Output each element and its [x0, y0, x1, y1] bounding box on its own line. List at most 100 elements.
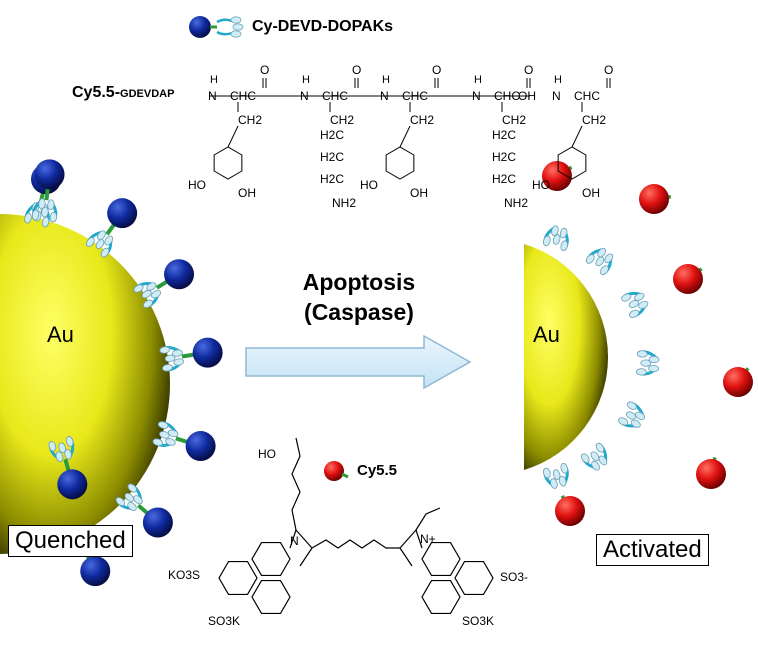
catechol-anchor — [552, 234, 561, 245]
atom-label: O — [432, 63, 442, 77]
catechol-anchor — [49, 211, 58, 223]
dye-ball — [696, 459, 726, 489]
catechol-anchor — [630, 419, 641, 428]
catechol-anchor — [133, 284, 144, 293]
catechol-anchor — [167, 429, 179, 438]
atom-label: N — [552, 89, 561, 103]
catechol-anchor — [626, 401, 637, 410]
acid-oh: OH — [518, 89, 536, 103]
catechol-anchor — [551, 225, 559, 236]
catechol-anchor — [162, 364, 173, 372]
catechol-anchor — [618, 417, 629, 426]
cy-polymethine — [311, 539, 400, 549]
atom-label: CH2 — [238, 113, 263, 127]
catechol-anchor — [146, 282, 157, 291]
quencher-ball — [107, 198, 138, 229]
dye-ball — [673, 264, 703, 294]
catechol-anchor — [64, 449, 72, 460]
quenched-label: Quenched — [8, 525, 133, 557]
atom-label: CH2 — [582, 113, 607, 127]
catechol-anchor — [159, 431, 170, 439]
atom-label: OH — [238, 186, 256, 200]
quencher-ball — [34, 159, 65, 190]
catechol-anchor — [626, 411, 637, 420]
catechol-anchor — [648, 364, 659, 373]
catechol-anchor — [152, 438, 164, 447]
atom-label: HO — [360, 178, 378, 192]
cleaved-anchor — [543, 462, 569, 489]
catechol-anchor — [142, 299, 153, 309]
catechol-anchor — [173, 358, 185, 366]
atom-label: H — [554, 74, 562, 86]
backbone-carbons: CHC — [402, 89, 428, 103]
peptide-prefix-dye: Cy5.5- — [72, 84, 121, 101]
catechol-anchor — [595, 442, 605, 453]
catechol-anchor — [581, 453, 590, 464]
catechol-anchor — [159, 346, 171, 354]
left-au-label: Au — [47, 322, 74, 347]
atom-label: OH — [410, 186, 428, 200]
catechol-anchor — [600, 265, 609, 275]
catechol-anchor — [628, 299, 639, 308]
catechol-anchor — [141, 289, 152, 299]
right-probe-group — [542, 161, 753, 526]
cleaved-anchor — [585, 247, 614, 276]
quencher-ball — [185, 431, 216, 462]
atom-label: H2C — [492, 150, 517, 164]
reaction-arrow — [245, 334, 472, 390]
quenched-probe — [159, 337, 223, 372]
free-cy55-dye — [673, 264, 703, 294]
catechol-anchor — [552, 469, 561, 480]
catechol-anchor — [127, 501, 137, 511]
atom-label: N — [300, 89, 309, 103]
ring-link — [399, 125, 411, 148]
atom-label: H — [382, 74, 390, 86]
dye-ball — [723, 367, 753, 397]
cleaved-anchor — [543, 225, 569, 252]
backbone-carbons: CHC — [322, 89, 348, 103]
catechol-anchor — [636, 350, 648, 358]
cy-benzo-ring — [421, 541, 461, 577]
atom-label: NH2 — [332, 196, 357, 210]
backbone-carbons: CHC — [494, 89, 520, 103]
cy-kso3: KO3S — [168, 568, 201, 582]
catechol-anchor — [604, 253, 614, 264]
atom-label: H — [302, 74, 310, 86]
catechol-anchor — [24, 212, 32, 224]
catechol-anchor — [41, 206, 49, 218]
cy-n-plus: N+ — [420, 532, 436, 546]
atom-label: H2C — [320, 128, 345, 142]
quencher-ball — [57, 469, 88, 500]
free-cy55-dye — [696, 457, 726, 489]
cleaved-anchor — [580, 442, 608, 471]
activated-label: Activated — [596, 534, 709, 566]
cy55-structure — [218, 437, 494, 615]
catechol-anchor — [151, 290, 162, 299]
dopa-ring — [557, 146, 587, 180]
cy-acid-ho: HO — [258, 447, 276, 461]
process-subtitle: (Caspase) — [304, 299, 414, 325]
cy-n: N — [290, 534, 299, 548]
cy-so3k-right: SO3K — [462, 614, 495, 628]
catechol-anchor — [591, 460, 600, 471]
quenched-probe — [31, 159, 65, 223]
free-cy55-dye — [542, 161, 573, 191]
catechol-anchor — [597, 247, 607, 258]
atom-label: CH2 — [502, 113, 527, 127]
atom-label: HO — [532, 178, 550, 192]
catechol-anchor — [634, 411, 646, 420]
atom-label: N — [472, 89, 481, 103]
catechol-anchor — [31, 209, 40, 221]
left-gold-nanoparticle — [0, 214, 170, 554]
quenched-probe — [85, 198, 138, 258]
catechol-anchor — [133, 495, 143, 505]
right-gold-nanoparticle — [524, 244, 609, 470]
catechol-anchor — [86, 237, 95, 247]
quencher-ball — [164, 259, 195, 290]
cy-indole-ring — [399, 528, 423, 567]
free-cy55-dye — [555, 495, 585, 526]
atom-label: H — [210, 74, 218, 86]
catechol-anchor — [634, 292, 645, 301]
cy-benzo-ring — [218, 560, 258, 596]
atom-label: O — [352, 63, 362, 77]
